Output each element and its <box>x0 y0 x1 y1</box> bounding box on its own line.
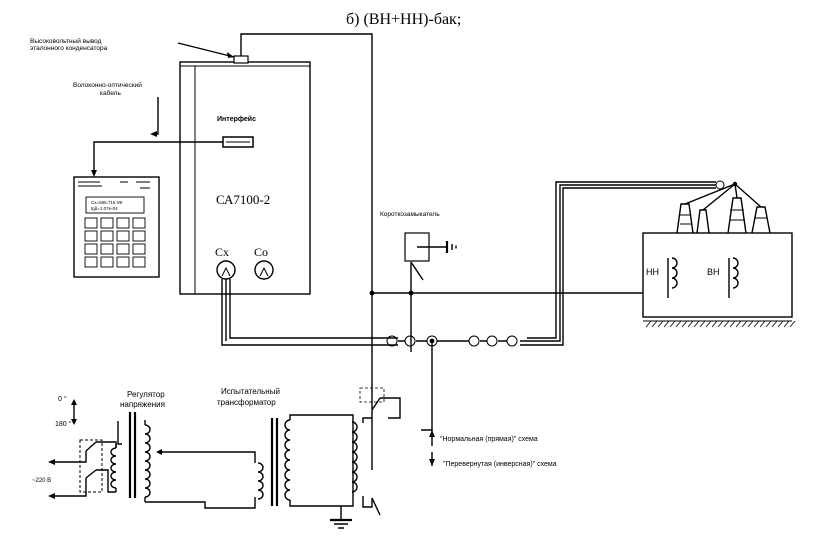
co-label: Со <box>254 245 268 259</box>
fiber-cable-label-1: Волоконно-оптический <box>73 81 142 89</box>
lv-winding-label: НН <box>646 267 659 277</box>
ca7100-unit: Интерфейс СА7100-2 Сх Со <box>179 55 311 295</box>
angle-180-label: 180 ° <box>55 420 72 428</box>
cable-connectors <box>386 180 725 347</box>
grounding-switch-label: Короткозамыкатель <box>380 211 440 218</box>
keypad-key <box>116 230 130 242</box>
keypad-key <box>132 256 146 268</box>
hv-output-label-1: Высоковольтный вывод <box>30 37 102 45</box>
keypad-key <box>116 217 130 229</box>
hv-terminal <box>233 55 249 64</box>
keypad-key <box>100 217 114 229</box>
transformer-tank: НН ВН <box>642 181 796 328</box>
inverted-scheme-label: "Перевернутая (инверсная)" схема <box>443 461 557 468</box>
interface-label: Интерфейс <box>217 115 256 123</box>
keypad-key <box>100 256 114 268</box>
test-transformer-label-2: трансформатор <box>217 398 276 407</box>
keypad-key <box>132 230 146 242</box>
normal-scheme-label: "Нормальная (прямая)" схема <box>440 436 538 443</box>
keypad-key <box>100 230 114 242</box>
voltage-regulator-label-2: напряжения <box>120 400 165 409</box>
keypad-key <box>116 243 130 255</box>
test-transformer-label-1: Испытательный <box>221 387 280 396</box>
hv-output-label-2: эталонного конденсатора <box>30 45 108 52</box>
supply-switch-box <box>79 439 103 493</box>
voltage-regulator-label-1: Регулятор <box>127 390 165 399</box>
handheld-keypad <box>84 217 146 268</box>
keypad-key <box>132 243 146 255</box>
test-transformer <box>257 414 358 529</box>
cx-label: Сх <box>215 245 229 259</box>
hv-winding-label: ВН <box>707 267 720 277</box>
keypad-key <box>84 256 98 268</box>
keypad-key <box>100 243 114 255</box>
angle-0-label: 0 ° <box>58 395 67 403</box>
voltage-regulator <box>110 412 151 502</box>
keypad-key <box>84 230 98 242</box>
handheld-readout-1: Cx=556.715 пФ <box>91 200 123 205</box>
device-label: СА7100-2 <box>216 192 270 207</box>
handheld-readout-2: tgδ=1.07е-04 <box>91 206 118 211</box>
fiber-cable-label-2: кабель <box>100 89 121 97</box>
heading: б) (ВН+НН)-бак; <box>346 11 461 28</box>
keypad-key <box>132 217 146 229</box>
keypad-key <box>84 217 98 229</box>
supply-label: ~220 В <box>32 478 51 484</box>
handheld-terminal: Cx=556.715 пФ tgδ=1.07е-04 <box>73 176 160 278</box>
keypad-key <box>116 256 130 268</box>
co-connector <box>254 260 274 280</box>
keypad-key <box>84 243 98 255</box>
